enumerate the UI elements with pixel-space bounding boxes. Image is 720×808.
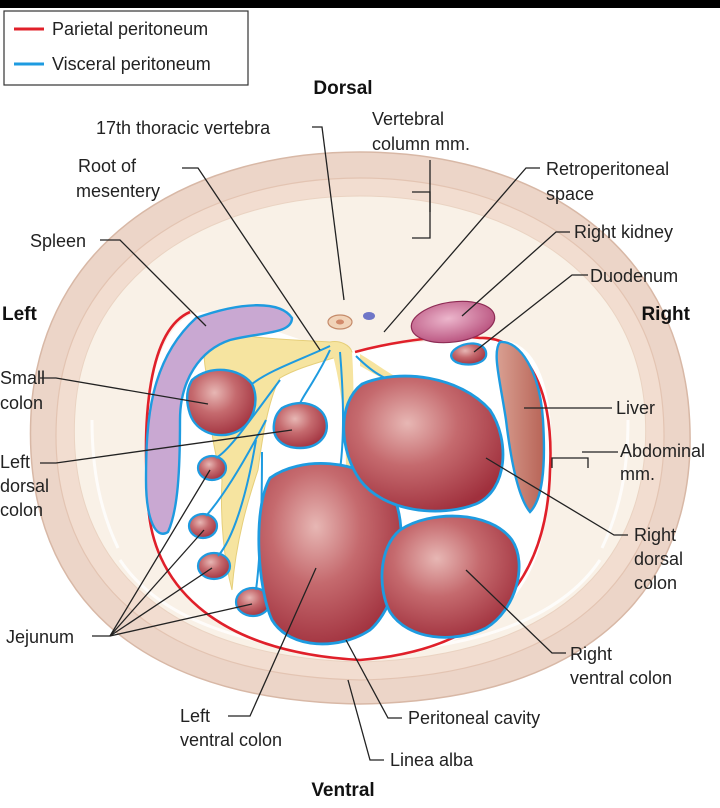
label-left: Left: [2, 304, 38, 325]
mesenteric-strands: [205, 345, 393, 591]
label-peritoneal-cavity: Peritoneal cavity: [408, 708, 540, 728]
label-jejunum: Jejunum: [6, 627, 74, 647]
liver: [495, 340, 546, 514]
label-rvc-2: ventral colon: [570, 668, 672, 688]
label-vertebra: 17th thoracic vertebra: [96, 118, 271, 138]
vertebra-canal: [336, 319, 344, 325]
right-dorsal-colon: [342, 374, 505, 513]
label-spleen: Spleen: [30, 231, 86, 251]
label-small-colon-2: colon: [0, 393, 43, 413]
label-ldc-1: Left: [0, 452, 30, 472]
legend-label-parietal: Parietal peritoneum: [52, 19, 208, 39]
legend-box: [3, 10, 249, 86]
label-right-kidney: Right kidney: [574, 222, 673, 242]
label-rdc-3: colon: [634, 573, 677, 593]
label-ldc-2: dorsal: [0, 476, 49, 496]
spleen: [144, 304, 294, 535]
aorta: [363, 312, 375, 320]
left-dorsal-colon-loop: [272, 401, 328, 450]
label-abd-1: Abdominal: [620, 441, 705, 461]
label-rdc-2: dorsal: [634, 549, 683, 569]
label-retro-1: Retroperitoneal: [546, 159, 669, 179]
label-ldc-3: colon: [0, 500, 43, 520]
small-colon: [186, 368, 257, 437]
label-duodenum: Duodenum: [590, 266, 678, 286]
label-vertebral-mm-1: Vertebral: [372, 109, 444, 129]
jejunum-loop-2: [187, 512, 219, 540]
legend: Parietal peritoneum Visceral peritoneum: [3, 10, 249, 86]
label-vertebral-mm-2: column mm.: [372, 134, 470, 154]
label-liver: Liver: [616, 398, 655, 418]
label-rvc-1: Right: [570, 644, 612, 664]
right-kidney: [410, 300, 496, 344]
label-rdc-1: Right: [634, 525, 676, 545]
label-root-1: Root of: [78, 156, 137, 176]
label-small-colon-1: Small: [0, 368, 45, 388]
label-abd-2: mm.: [620, 464, 655, 484]
label-linea-alba: Linea alba: [390, 750, 474, 770]
jejunum-loop-3: [196, 551, 232, 581]
jejunum-loop-1: [196, 454, 228, 482]
label-retro-2: space: [546, 184, 594, 204]
label-root-2: mesentery: [76, 181, 160, 201]
label-right: Right: [641, 304, 690, 325]
leader-lines: [40, 126, 628, 761]
legend-label-visceral: Visceral peritoneum: [52, 54, 211, 74]
label-dorsal: Dorsal: [313, 78, 372, 99]
label-lvc-2: ventral colon: [180, 730, 282, 750]
label-lvc-1: Left: [180, 706, 210, 726]
label-ventral: Ventral: [311, 780, 374, 801]
right-ventral-colon: [380, 514, 521, 639]
mesentery-right: [360, 354, 400, 381]
